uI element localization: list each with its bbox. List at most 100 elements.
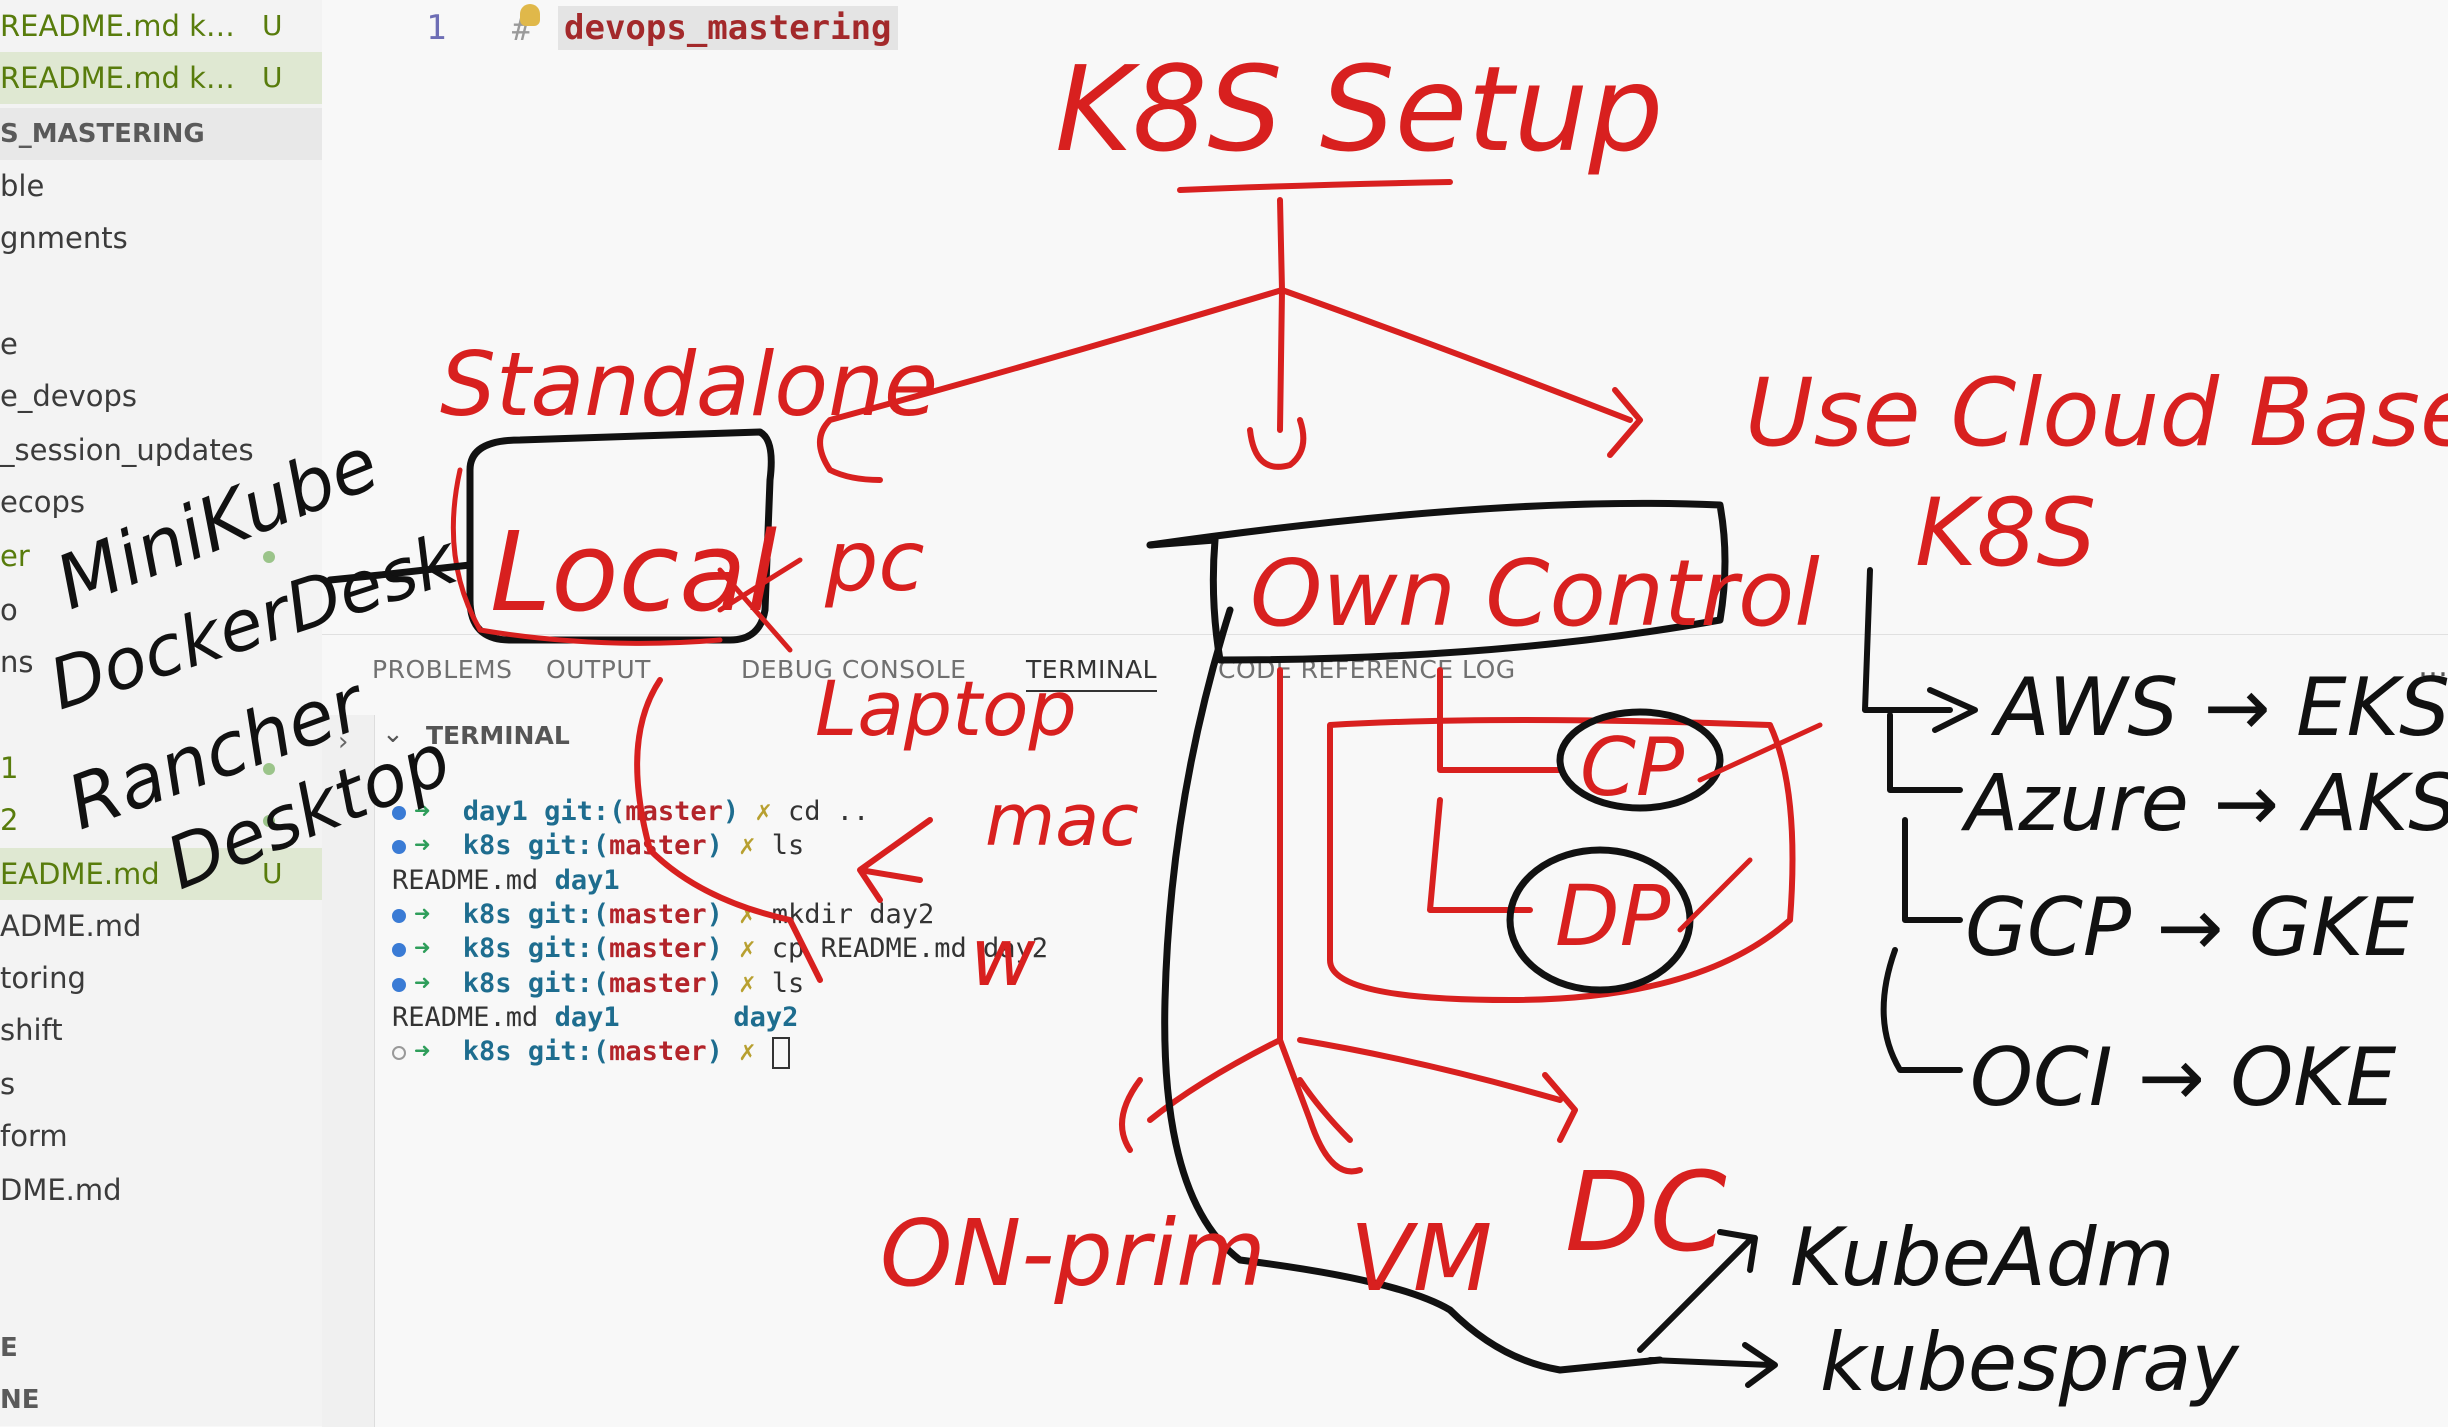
explorer-item-label: e bbox=[0, 327, 18, 361]
prompt-branch: master bbox=[609, 933, 707, 965]
bracket-gcp bbox=[1902, 817, 1963, 923]
branch-left bbox=[817, 287, 1285, 483]
tab-terminal[interactable]: TERMINAL bbox=[1026, 655, 1158, 692]
explorer-item[interactable]: ecops bbox=[0, 476, 322, 528]
explorer-section-header[interactable]: S_MASTERING bbox=[0, 108, 322, 160]
explorer-item-label: er bbox=[0, 539, 30, 573]
explorer-item[interactable]: 1 bbox=[0, 742, 322, 794]
prompt-git: git:( bbox=[511, 1036, 610, 1068]
chevron-down-icon[interactable]: ⌄ bbox=[382, 719, 404, 749]
cp-dp-red-box bbox=[1327, 717, 1796, 1003]
explorer-item[interactable]: 2 bbox=[0, 794, 322, 846]
explorer-item[interactable]: e bbox=[0, 318, 322, 370]
prompt-arrow: ➜ bbox=[414, 933, 463, 965]
command-status-dot-icon[interactable] bbox=[392, 840, 406, 855]
prompt-git: git:( bbox=[511, 830, 610, 862]
command-status-dot-icon[interactable] bbox=[392, 908, 406, 923]
lightbulb-icon[interactable] bbox=[520, 4, 540, 26]
explorer-item-label: o bbox=[0, 593, 18, 627]
branch-onprim bbox=[1119, 1037, 1283, 1153]
label-laptop: Laptop bbox=[815, 664, 1077, 753]
output-text: README.md bbox=[392, 864, 555, 896]
prompt-dir: k8s bbox=[462, 933, 512, 965]
prompt-git: git:( bbox=[511, 898, 610, 930]
explorer-item[interactable]: er bbox=[0, 530, 322, 582]
explorer-item[interactable]: _session_updates bbox=[0, 424, 322, 476]
explorer-item[interactable]: toring bbox=[0, 952, 322, 1004]
dp-connector bbox=[1427, 797, 1533, 913]
kubeadm-curve bbox=[1161, 606, 1664, 1374]
label-standalone: Standalone bbox=[440, 333, 938, 436]
terminal-section-header[interactable]: TERMINAL bbox=[426, 721, 570, 750]
command-status-dot-icon[interactable] bbox=[392, 1046, 406, 1061]
prompt-git-close: ) bbox=[706, 830, 723, 862]
modified-dot-icon bbox=[263, 763, 275, 775]
explorer-item[interactable]: s bbox=[0, 1058, 322, 1110]
command-text: mkdir day2 bbox=[771, 898, 935, 930]
explorer-item-label: EADME.md bbox=[0, 857, 160, 891]
prompt-arrow: ➜ bbox=[414, 1036, 463, 1068]
explorer-item[interactable]: DME.md bbox=[0, 1164, 322, 1216]
explorer-item-label: shift bbox=[0, 1013, 63, 1047]
label-cloud-k8s: K8S bbox=[1915, 479, 2096, 588]
explorer-item-label: _session_updates bbox=[0, 433, 254, 467]
explorer-item-label: DME.md bbox=[0, 1173, 122, 1207]
explorer-item[interactable]: e_devops bbox=[0, 370, 322, 422]
line-number: 1 bbox=[426, 8, 447, 48]
label-mac: mac bbox=[985, 778, 1139, 862]
explorer-item[interactable]: ns bbox=[0, 636, 322, 688]
command-status-dot-icon[interactable] bbox=[392, 977, 406, 992]
title-underline bbox=[1177, 179, 1453, 193]
sidebar-collapsed-section[interactable]: NE bbox=[0, 1374, 322, 1426]
explorer-item-label: S_MASTERING bbox=[0, 119, 205, 149]
output-text: README.md bbox=[392, 1001, 555, 1033]
prompt-git-close: ) bbox=[706, 933, 723, 965]
dirty-mark: ✗ bbox=[722, 933, 772, 965]
prompt-git: git:( bbox=[527, 796, 626, 827]
terminal-line: ➜ k8s git:(master) ✗ mkdir day2 bbox=[392, 898, 934, 932]
dirty-mark: ✗ bbox=[739, 796, 788, 827]
terminal-gutter bbox=[322, 715, 375, 1427]
cp-connector bbox=[1437, 667, 1563, 773]
terminal-line: ➜ k8s git:(master) ✗ ls bbox=[392, 967, 804, 1001]
prompt-arrow: ➜ bbox=[414, 898, 463, 930]
command-status-dot-icon[interactable] bbox=[392, 806, 406, 820]
command-text: ls bbox=[771, 830, 805, 862]
chevron-right-icon[interactable]: › bbox=[338, 727, 349, 757]
explorer-item[interactable]: README.md k…U bbox=[0, 0, 322, 52]
explorer-item-label: form bbox=[0, 1119, 68, 1153]
label-w: w bbox=[970, 911, 1036, 1004]
local-to-w bbox=[634, 677, 823, 983]
explorer-item[interactable]: shift bbox=[0, 1004, 322, 1056]
explorer-item-label: README.md k… bbox=[0, 61, 235, 95]
explorer-item[interactable]: o bbox=[0, 584, 322, 636]
sidebar-collapsed-section[interactable]: E bbox=[0, 1322, 322, 1374]
prompt-branch: master bbox=[609, 898, 707, 930]
editor-heading-text[interactable]: devops_mastering bbox=[558, 6, 898, 50]
tab-debug-console[interactable]: DEBUG CONSOLE bbox=[741, 655, 967, 684]
more-icon[interactable]: … bbox=[2418, 649, 2448, 684]
terminal-cursor[interactable] bbox=[771, 1036, 790, 1069]
explorer-item[interactable]: README.md k…U bbox=[0, 52, 322, 104]
tab-problems[interactable]: PROBLEMS bbox=[372, 655, 513, 684]
branch-mid bbox=[1247, 287, 1307, 470]
explorer-item[interactable]: ADME.md bbox=[0, 900, 322, 952]
label-pc: pc bbox=[824, 512, 925, 610]
explorer-item[interactable]: form bbox=[0, 1110, 322, 1162]
tab-output[interactable]: OUTPUT bbox=[546, 655, 651, 684]
prompt-git: git:( bbox=[511, 933, 610, 965]
prompt-dir: k8s bbox=[462, 1036, 512, 1068]
command-status-dot-icon[interactable] bbox=[392, 943, 406, 958]
label-kubespray: kubespray bbox=[1820, 1316, 2240, 1409]
prompt-dir: k8s bbox=[462, 898, 512, 930]
output-dir: day1 bbox=[554, 864, 620, 896]
prompt-git-close: ) bbox=[706, 967, 723, 999]
command-text: cd .. bbox=[787, 796, 870, 827]
explorer-item-label: s bbox=[0, 1067, 16, 1101]
explorer-item[interactable]: ble bbox=[0, 160, 322, 212]
prompt-branch: master bbox=[609, 967, 707, 999]
bracket-azure bbox=[1887, 712, 1963, 793]
explorer-item[interactable]: gnments bbox=[0, 212, 322, 264]
